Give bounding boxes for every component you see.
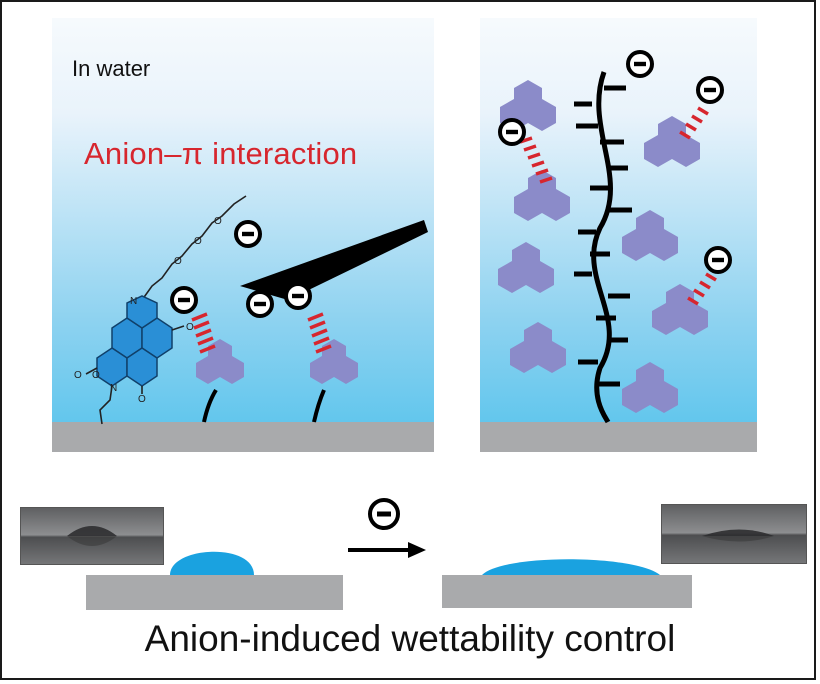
svg-text:O: O <box>92 370 100 381</box>
svg-text:O: O <box>194 236 202 247</box>
substrate-left <box>52 422 434 452</box>
cantilever <box>240 220 428 300</box>
pi-unit <box>307 312 358 423</box>
contact-angle-photo-before <box>20 507 164 565</box>
molecule-structure <box>85 195 247 425</box>
svg-text:O: O <box>214 216 222 227</box>
water-droplet-before <box>170 551 254 575</box>
right-arrow-icon <box>348 542 426 558</box>
substrate-before <box>86 575 343 610</box>
anion-icon <box>368 498 400 530</box>
left-schematic-panel: In water Anion–π interaction <box>52 18 434 452</box>
svg-text:O: O <box>174 256 182 267</box>
water-droplet-after <box>482 559 660 575</box>
svg-text:N: N <box>110 383 117 394</box>
contact-angle-photo-after <box>661 504 807 564</box>
svg-text:O: O <box>186 322 194 333</box>
anion-pi-contacts <box>519 106 717 306</box>
substrate-after <box>442 575 692 608</box>
figure-caption: Anion-induced wettability control <box>144 618 676 659</box>
right-panel-drawing <box>498 50 732 424</box>
right-schematic-panel <box>480 18 757 452</box>
medium-label: In water <box>72 56 151 81</box>
pi-unit <box>170 286 244 423</box>
substrate-right <box>480 422 757 452</box>
polymer-chain <box>574 71 632 424</box>
left-panel-drawing: O N N O O O O O O <box>74 195 428 425</box>
interaction-label: Anion–π interaction <box>84 136 358 171</box>
svg-text:O: O <box>138 394 146 405</box>
svg-text:O: O <box>74 370 82 381</box>
svg-text:N: N <box>130 296 137 307</box>
molecule-atoms: O N N O O O O O O <box>74 216 222 405</box>
